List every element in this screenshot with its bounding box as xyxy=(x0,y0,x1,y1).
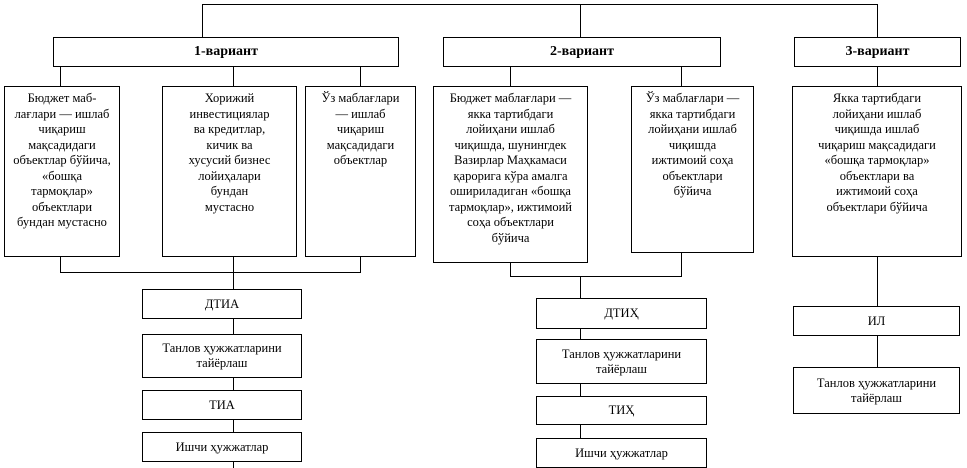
variant-2-label: 2-вариант xyxy=(549,44,615,59)
variant-2-bar: 2-вариант xyxy=(443,37,721,67)
variant-3-bar: 3-вариант xyxy=(794,37,961,67)
chain-1-step-1: ДТИА xyxy=(142,289,302,319)
chain-2-step-1: ДТИҲ xyxy=(536,298,707,329)
chain-1-step-3: ТИА xyxy=(142,390,302,420)
chain-1-step-4: Ишчи ҳужжатлар xyxy=(142,432,302,462)
variant-1-label: 1-вариант xyxy=(193,44,259,59)
chain-3-step-1: ИЛ xyxy=(793,306,960,336)
step-label: Ишчи ҳужжатлар xyxy=(575,445,668,460)
variant-1-bar: 1-вариант xyxy=(53,37,399,67)
step-label: ИЛ xyxy=(867,313,886,328)
step-label: ДТИА xyxy=(204,296,240,311)
chain-2-step-4: Ишчи ҳужжатлар xyxy=(536,438,707,468)
step-label: Ишчи ҳужжатлар xyxy=(175,439,269,454)
step-label: ТИА xyxy=(209,397,235,412)
chain-2-step-3: ТИҲ xyxy=(536,396,707,425)
step-label: ТИҲ xyxy=(608,403,635,417)
variant-3-label: 3-вариант xyxy=(845,44,910,59)
step-label: ДТИҲ xyxy=(604,306,639,320)
